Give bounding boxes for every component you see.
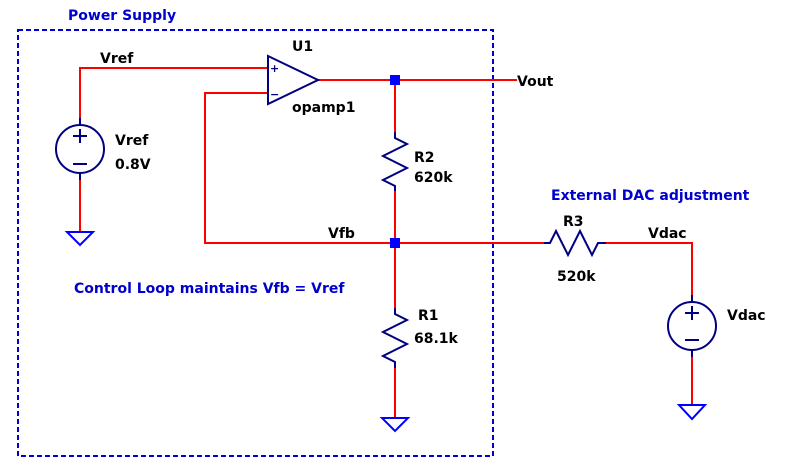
wires bbox=[79, 67, 693, 418]
resistor-r3[interactable]: R3 520k bbox=[544, 214, 606, 285]
ground-icon bbox=[676, 404, 708, 421]
wire-vref bbox=[79, 67, 268, 118]
opamp-value: opamp1 bbox=[292, 100, 355, 116]
ground-icon bbox=[64, 231, 96, 247]
opamp-minus-input: − bbox=[270, 88, 279, 101]
vdac-source-ref: Vdac bbox=[727, 308, 766, 324]
r1-value: 68.1k bbox=[414, 331, 459, 347]
ground-icon bbox=[379, 417, 411, 433]
net-label-vdac: Vdac bbox=[648, 226, 687, 242]
net-label-vout: Vout bbox=[517, 74, 554, 90]
wire-vdac bbox=[606, 242, 693, 295]
voltage-source-vref[interactable]: Vref 0.8V bbox=[55, 118, 151, 180]
r3-value: 520k bbox=[557, 269, 596, 285]
power-supply-label: Power Supply bbox=[68, 8, 176, 24]
resistor-zigzag-icon bbox=[380, 308, 410, 368]
junction-vfb bbox=[390, 238, 400, 248]
junction-vout bbox=[390, 75, 400, 85]
r2-value: 620k bbox=[414, 170, 453, 186]
r3-ref: R3 bbox=[563, 214, 584, 230]
opamp-plus-input: + bbox=[270, 62, 279, 75]
r1-ref: R1 bbox=[418, 308, 439, 324]
opamp-triangle-icon bbox=[267, 54, 321, 106]
voltage-source-vdac[interactable]: Vdac bbox=[667, 295, 766, 357]
net-label-vfb: Vfb bbox=[328, 226, 355, 242]
dac-adjustment-note: External DAC adjustment bbox=[551, 188, 750, 204]
resistor-r1[interactable]: R1 68.1k bbox=[380, 308, 459, 368]
r2-ref: R2 bbox=[414, 150, 435, 166]
wire-feedback bbox=[204, 92, 395, 244]
control-loop-note: Control Loop maintains Vfb = Vref bbox=[74, 281, 345, 297]
net-label-vref: Vref bbox=[100, 51, 134, 67]
resistor-zigzag-icon bbox=[544, 228, 606, 258]
vref-source-ref: Vref bbox=[115, 133, 149, 149]
resistor-r2[interactable]: R2 620k bbox=[380, 132, 453, 191]
vref-source-value: 0.8V bbox=[115, 157, 151, 173]
resistor-zigzag-icon bbox=[380, 132, 410, 191]
opamp-ref: U1 bbox=[292, 39, 313, 55]
opamp-u1[interactable]: + − U1 opamp1 bbox=[267, 39, 355, 116]
